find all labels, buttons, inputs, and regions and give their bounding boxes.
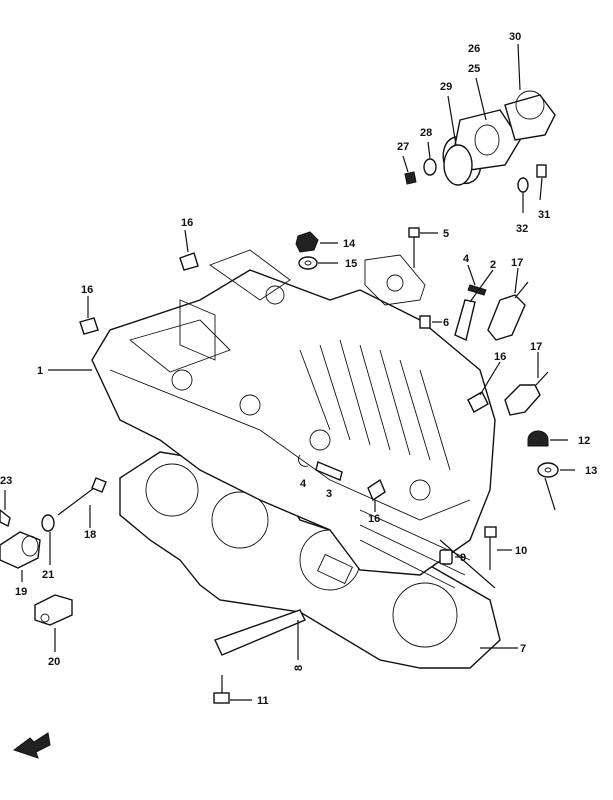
cap-16-a <box>179 252 199 271</box>
callout-17-right: 17 <box>530 341 542 353</box>
washer-21 <box>41 514 55 532</box>
callout-19: 19 <box>15 586 27 598</box>
callout-16-a: 16 <box>181 217 193 229</box>
dowel-9 <box>439 549 453 565</box>
callout-12: 12 <box>578 435 590 447</box>
cylinder-head <box>91 249 496 589</box>
callout-4-mid: 4 <box>300 478 307 490</box>
callout-7: 7 <box>520 643 526 655</box>
cap-16-b <box>79 317 99 335</box>
callout-26: 26 <box>468 43 480 55</box>
callout-9: 9 <box>460 552 466 564</box>
plug-6 <box>419 315 431 329</box>
cap-16-c <box>467 391 489 413</box>
plug-tube-2 <box>454 299 476 341</box>
callout-27: 27 <box>397 141 409 153</box>
leader-lines <box>4 43 575 701</box>
washer-32 <box>517 177 529 193</box>
part-23 <box>0 509 11 528</box>
callout-8: 8 <box>293 665 305 671</box>
part-19 <box>0 531 41 569</box>
part-20 <box>34 594 73 626</box>
callout-6: 6 <box>443 317 449 329</box>
spark-plug-17-top <box>487 281 529 341</box>
cap-nut-12 <box>527 430 549 447</box>
oil-strip <box>214 609 306 656</box>
callout-5: 5 <box>443 228 449 240</box>
callout-10: 10 <box>515 545 527 557</box>
clip-4-top <box>467 284 487 296</box>
clip-4-mid <box>297 454 309 467</box>
callout-25: 25 <box>468 63 480 75</box>
callout-18: 18 <box>84 529 96 541</box>
callout-16-b: 16 <box>81 284 93 296</box>
o-ring-29 <box>443 144 473 186</box>
callout-20: 20 <box>48 656 60 668</box>
callout-2: 2 <box>490 259 496 271</box>
bolt-5 <box>408 227 420 268</box>
callout-labels: 1 2 3 4 4 5 6 7 8 9 10 11 12 13 14 15 16… <box>0 31 597 707</box>
callout-28: 28 <box>420 127 432 139</box>
bolt-31 <box>536 164 547 178</box>
callout-4-top: 4 <box>463 253 470 265</box>
bolt-18 <box>57 477 107 516</box>
callout-32: 32 <box>516 223 528 235</box>
callout-23: 23 <box>0 475 12 487</box>
nut-14 <box>295 231 319 253</box>
callout-13: 13 <box>585 465 597 477</box>
callout-29: 29 <box>440 81 452 93</box>
washer-15 <box>298 256 318 270</box>
bolt-10 <box>484 526 497 570</box>
bolt-11 <box>213 675 230 704</box>
callout-15: 15 <box>345 258 357 270</box>
callout-3: 3 <box>326 488 332 500</box>
washer-13 <box>537 462 559 478</box>
screw-27 <box>404 171 417 185</box>
callout-31: 31 <box>538 209 550 221</box>
callout-21: 21 <box>42 569 54 581</box>
callout-16-c: 16 <box>494 351 506 363</box>
callout-30: 30 <box>509 31 521 43</box>
callout-1: 1 <box>37 365 43 377</box>
callout-16-d: 16 <box>368 513 380 525</box>
front-arrow-icon <box>12 732 51 759</box>
callout-11: 11 <box>257 695 269 707</box>
stud-3 <box>315 461 343 481</box>
callout-17-top: 17 <box>511 257 523 269</box>
washer-28 <box>423 158 437 176</box>
callout-14: 14 <box>343 238 356 250</box>
spark-plug-17-right <box>504 371 549 416</box>
cap-16-d <box>367 478 386 502</box>
